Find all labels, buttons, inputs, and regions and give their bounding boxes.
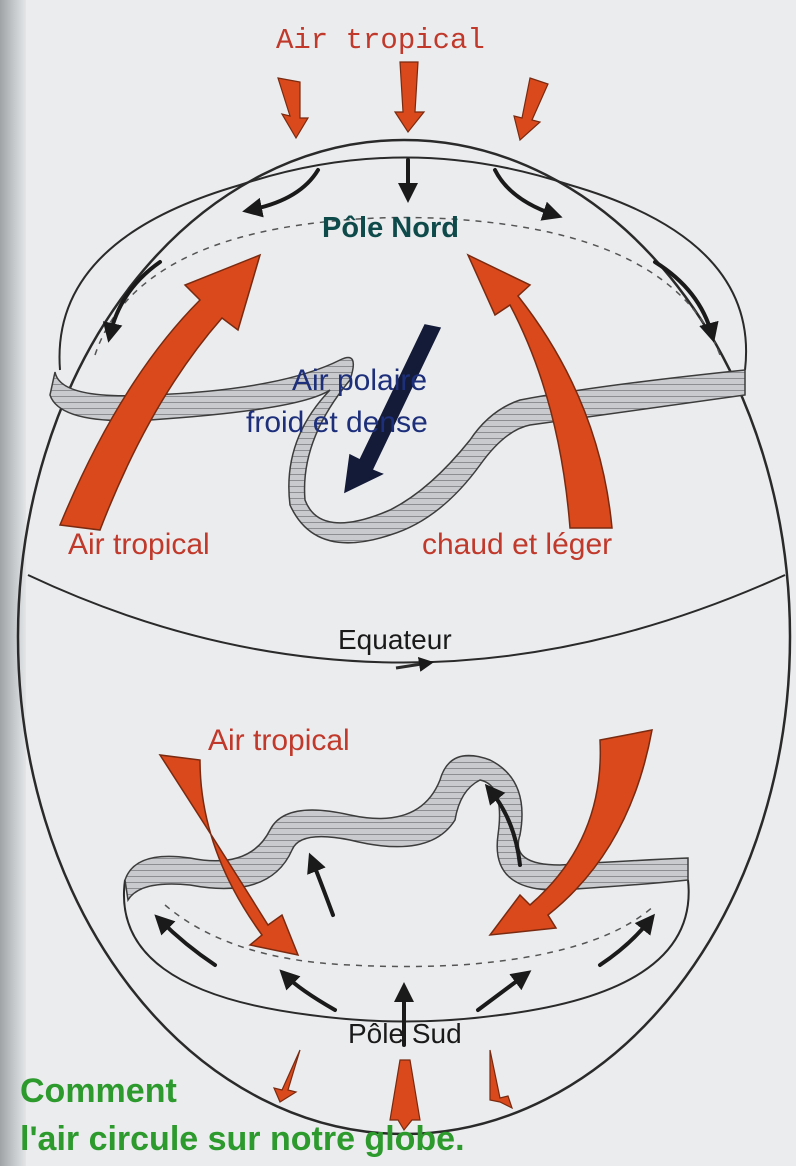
top-air-tropical-label: Air tropical [276,26,485,55]
top-warm-arrows [278,62,548,140]
warm-light-label: chaud et léger [422,530,612,560]
caption-line2: l'air circule sur notre globe. [20,1122,465,1156]
south-cap-dashed-rim [165,905,655,967]
south-pole-label: Pôle Sud [348,1020,462,1048]
north-pole-label: Pôle Nord [322,214,459,243]
polar-air-label-line1: Air polaire [292,366,427,396]
caption-line1: Comment [20,1074,177,1108]
south-cap-ellipse [124,880,689,1022]
north-cap-ellipse [60,158,747,371]
equator-arrow [396,663,428,668]
air-tropical-south-label: Air tropical [208,726,350,756]
air-tropical-left-label: Air tropical [68,530,210,560]
polar-air-label-line2: froid et dense [246,408,428,438]
equator-label: Equateur [338,626,452,654]
